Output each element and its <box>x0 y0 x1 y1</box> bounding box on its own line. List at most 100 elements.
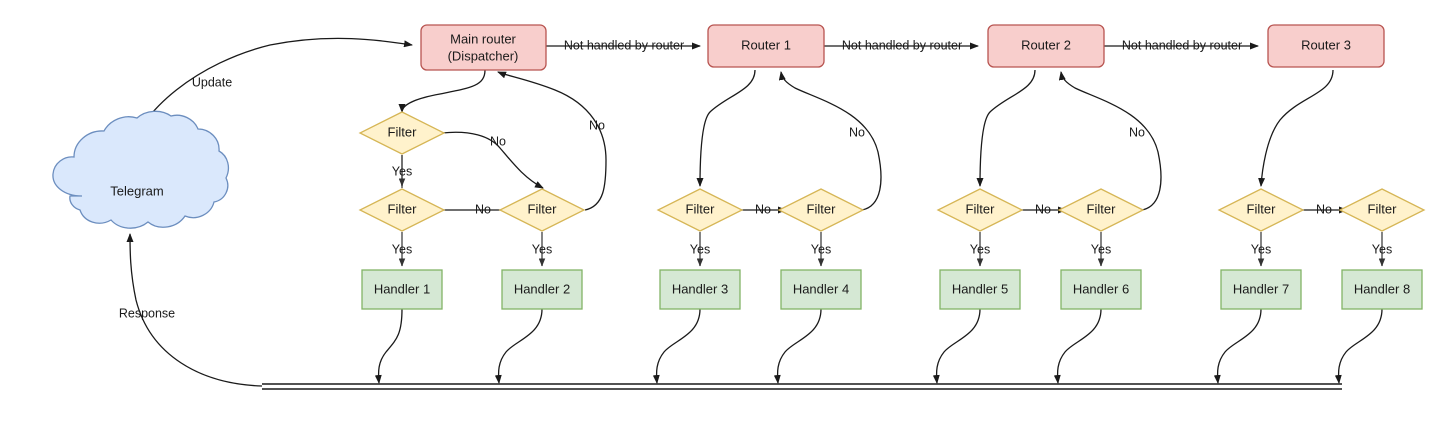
handler-3-box <box>659 269 741 310</box>
label-response: Response <box>119 306 175 320</box>
filter-5-diamond <box>936 188 1024 232</box>
filter-6-label: Filter <box>1087 201 1117 216</box>
router-1-box <box>707 24 825 68</box>
label-no-1: No <box>589 118 605 132</box>
router-3-box <box>1267 24 1385 68</box>
edge-router3-to-filter7 <box>1258 69 1334 187</box>
label-no-3: No <box>755 202 771 216</box>
edge-router1-to-filter3 <box>696 69 756 187</box>
label-yes-5: Yes <box>970 242 990 256</box>
cloud-shape <box>52 110 230 229</box>
handler-8-box <box>1341 269 1423 310</box>
filter-8-diamond <box>1338 188 1426 232</box>
label-not-handled-2: Not handled by router <box>842 38 962 52</box>
node-handler-4[interactable]: Handler 4 <box>780 269 862 310</box>
router-2-label: Router 2 <box>1021 37 1071 52</box>
node-main-router[interactable]: Main router (Dispatcher) <box>420 24 547 71</box>
edge-filter4-no-to-router1 <box>778 71 882 211</box>
handler-5-label: Handler 5 <box>952 281 1008 296</box>
label-not-handled-3: Not handled by router <box>1122 38 1242 52</box>
handler-4-label: Handler 4 <box>793 281 849 296</box>
node-handler-6[interactable]: Handler 6 <box>1060 269 1142 310</box>
edge-filter6-no-to-router2 <box>1058 71 1162 211</box>
filter-3-diamond <box>656 188 744 232</box>
router-3-label: Router 3 <box>1301 37 1351 52</box>
telegram-cloud[interactable]: Telegram <box>52 110 230 229</box>
label-no-4: No <box>849 125 865 139</box>
filter-1-diamond <box>358 188 446 232</box>
filter-6-diamond <box>1057 188 1145 232</box>
handler-8-label: Handler 8 <box>1354 281 1410 296</box>
node-filter-1[interactable]: Filter <box>358 188 446 232</box>
edge-filter0-no-to-filter1 <box>441 131 544 189</box>
node-handler-5[interactable]: Handler 5 <box>939 269 1021 310</box>
edge-handler3-to-bus <box>652 308 701 384</box>
handler-1-label: Handler 1 <box>374 281 430 296</box>
label-yes-1: Yes <box>392 242 412 256</box>
label-no-5: No <box>1035 202 1051 216</box>
handler-7-box <box>1220 269 1302 310</box>
edge-handler6-to-bus <box>1053 308 1102 384</box>
node-filter-7[interactable]: Filter <box>1217 188 1305 232</box>
node-filter-2[interactable]: Filter <box>498 188 586 232</box>
label-yes-7: Yes <box>1251 242 1271 256</box>
filter-1-label: Filter <box>388 201 418 216</box>
filter-2-diamond <box>498 188 586 232</box>
filter-3-label: Filter <box>686 201 716 216</box>
node-router-1[interactable]: Router 1 <box>707 24 825 68</box>
node-filter-4[interactable]: Filter <box>777 188 865 232</box>
node-router-3[interactable]: Router 3 <box>1267 24 1385 68</box>
node-filter-3[interactable]: Filter <box>656 188 744 232</box>
edge-mainrouter-to-filter0 <box>398 69 486 113</box>
edge-handler7-to-bus <box>1213 308 1262 384</box>
handler-2-box <box>501 269 583 310</box>
filter-0-label: Filter <box>388 124 418 139</box>
filter-2-label: Filter <box>528 201 558 216</box>
edge-filter2-no-to-mainrouter <box>497 71 607 211</box>
main-router-label-line1: Main router <box>450 31 516 46</box>
edge-handler5-to-bus <box>932 308 981 384</box>
node-handler-8[interactable]: Handler 8 <box>1341 269 1423 310</box>
node-router-2[interactable]: Router 2 <box>987 24 1105 68</box>
label-yes-6: Yes <box>1091 242 1111 256</box>
edge-handler2-to-bus <box>494 308 543 384</box>
label-yes-2: Yes <box>532 242 552 256</box>
filter-4-diamond <box>777 188 865 232</box>
filter-0-diamond <box>358 111 446 155</box>
handler-5-box <box>939 269 1021 310</box>
handler-6-box <box>1060 269 1142 310</box>
node-filter-8[interactable]: Filter <box>1338 188 1426 232</box>
filter-4-label: Filter <box>807 201 837 216</box>
handler-2-label: Handler 2 <box>514 281 570 296</box>
main-router-label-line2: (Dispatcher) <box>448 48 519 63</box>
edge-response <box>126 233 263 387</box>
handler-4-box <box>780 269 862 310</box>
node-handler-3[interactable]: Handler 3 <box>659 269 741 310</box>
node-filter-5[interactable]: Filter <box>936 188 1024 232</box>
node-handler-7[interactable]: Handler 7 <box>1220 269 1302 310</box>
label-no-6: No <box>1129 125 1145 139</box>
label-update: Update <box>192 75 232 89</box>
router-1-label: Router 1 <box>741 37 791 52</box>
router-2-box <box>987 24 1105 68</box>
main-router-box <box>420 24 547 71</box>
label-no-0: No <box>490 134 506 148</box>
edge-handler8-to-bus <box>1334 308 1383 384</box>
telegram-label: Telegram <box>110 183 163 198</box>
filter-8-label: Filter <box>1368 201 1398 216</box>
label-yes-3: Yes <box>690 242 710 256</box>
filter-5-label: Filter <box>966 201 996 216</box>
node-handler-2[interactable]: Handler 2 <box>501 269 583 310</box>
node-handler-1[interactable]: Handler 1 <box>361 269 443 310</box>
handler-6-label: Handler 6 <box>1073 281 1129 296</box>
handler-3-label: Handler 3 <box>672 281 728 296</box>
edge-handler4-to-bus <box>773 308 822 384</box>
label-yes-0: Yes <box>392 164 412 178</box>
label-not-handled-1: Not handled by router <box>564 38 684 52</box>
label-yes-8: Yes <box>1372 242 1392 256</box>
node-filter-0[interactable]: Filter <box>358 111 446 155</box>
node-filter-6[interactable]: Filter <box>1057 188 1145 232</box>
edge-router2-to-filter5 <box>976 69 1036 187</box>
